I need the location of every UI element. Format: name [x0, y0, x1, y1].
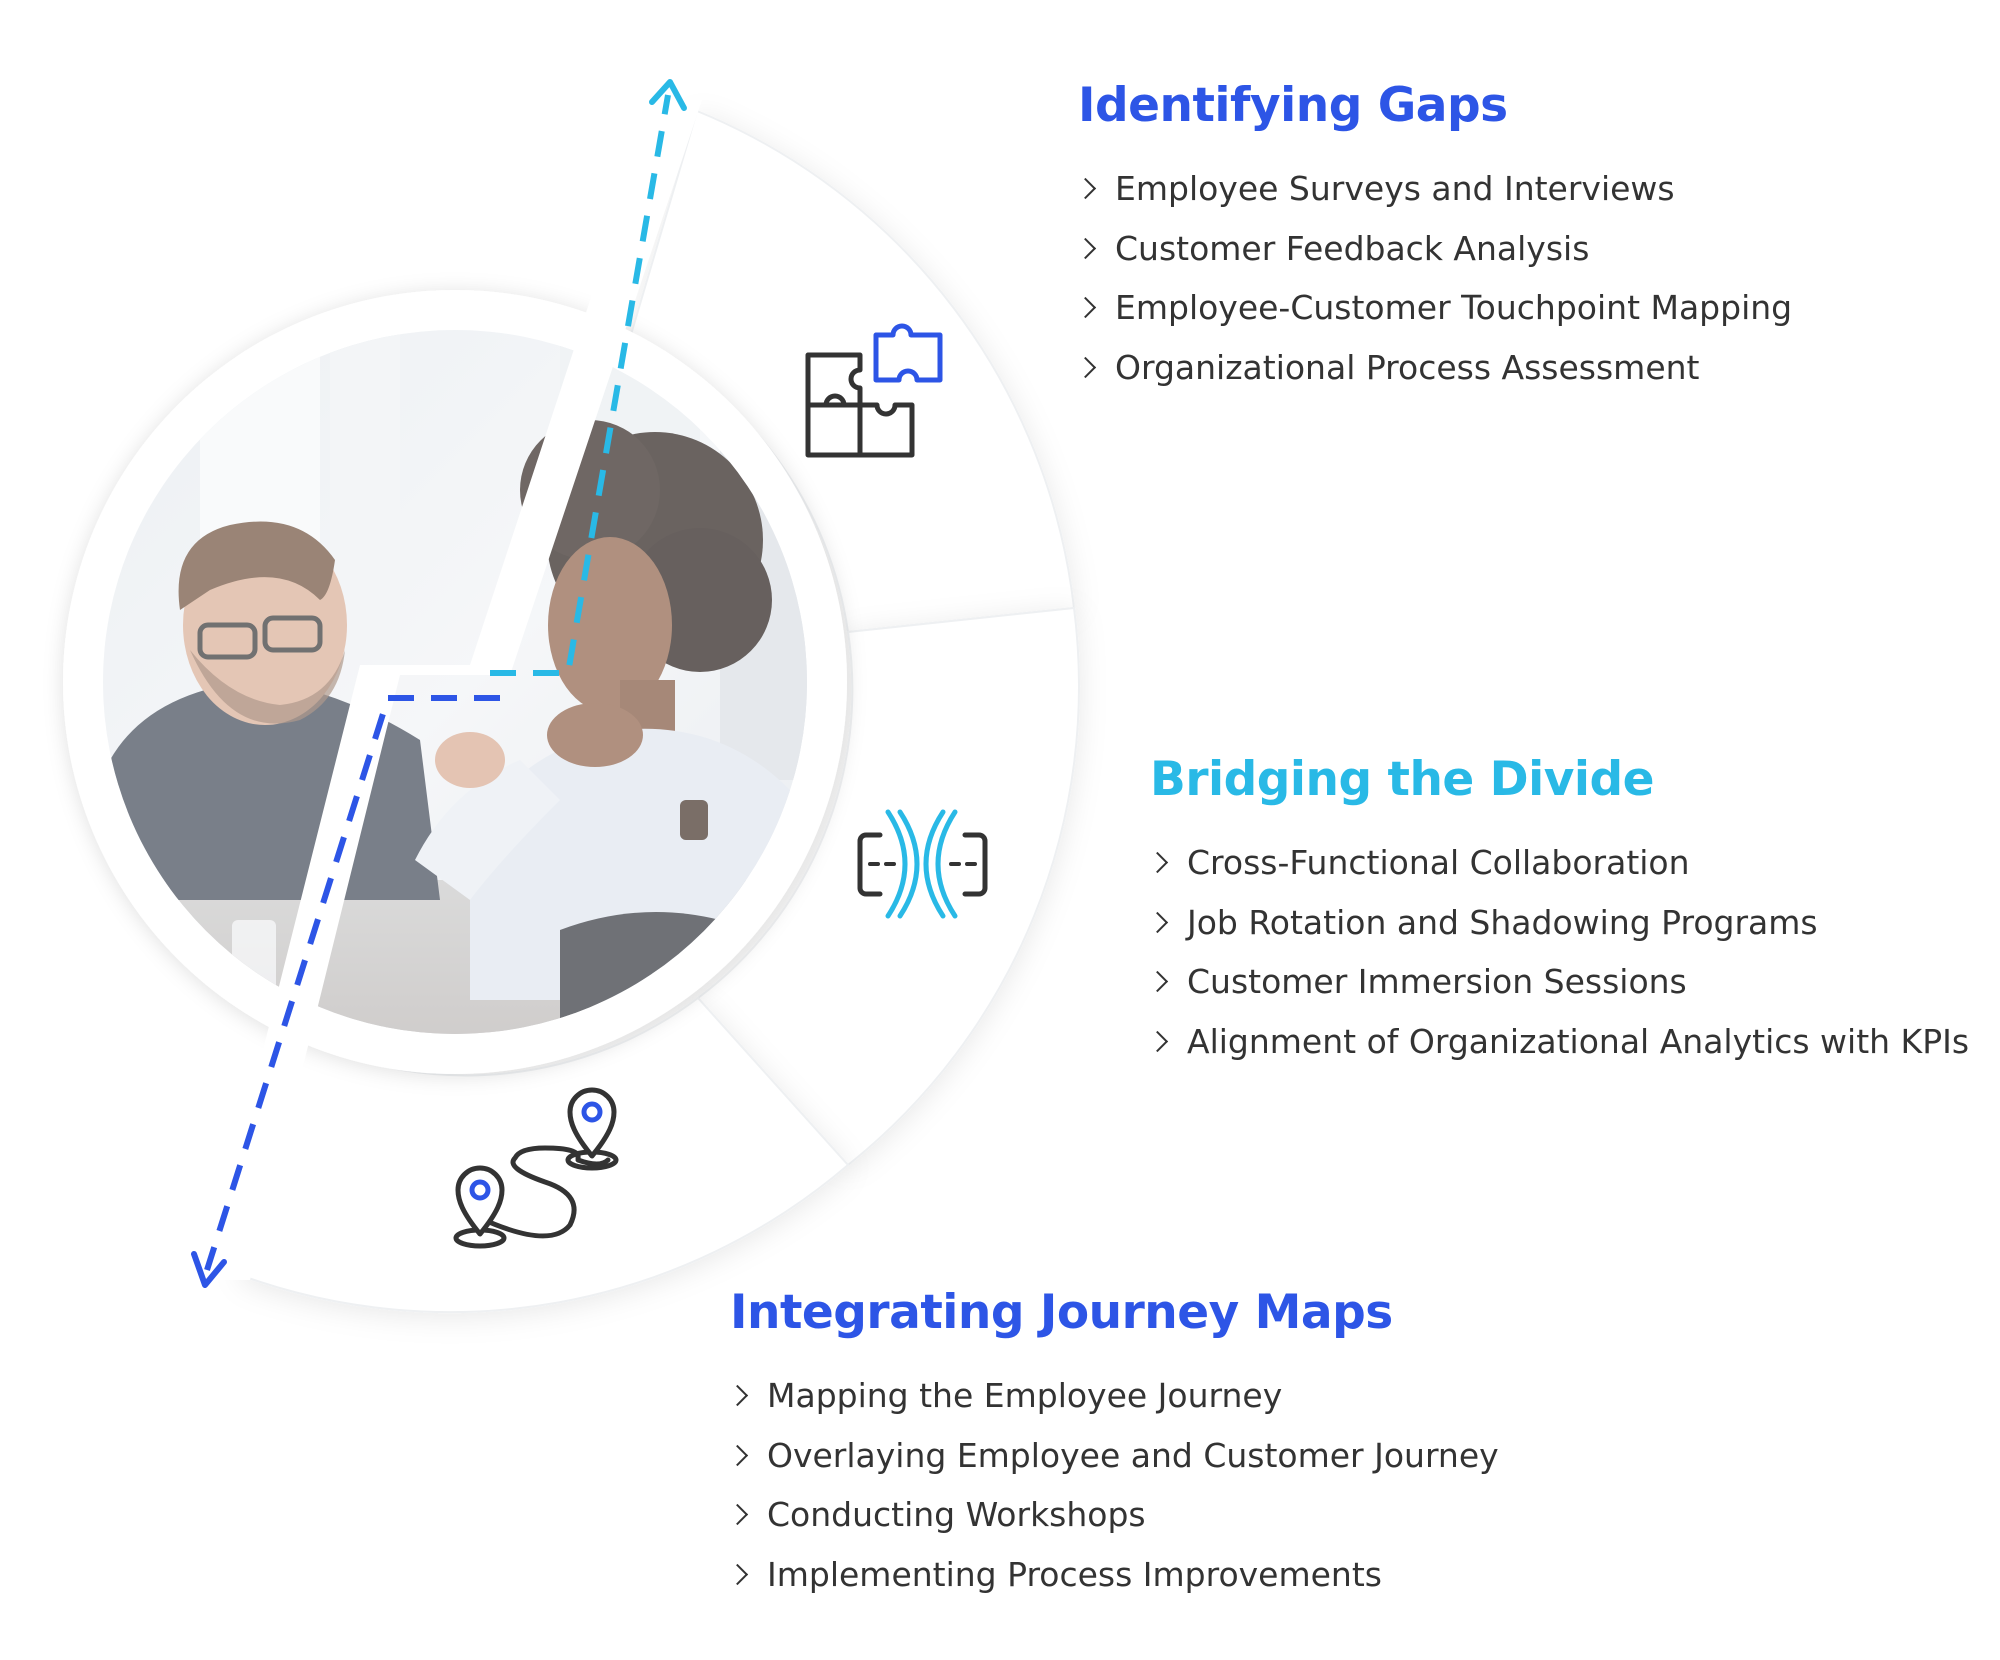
section-list-journey-maps: Mapping the Employee Journey Overlaying …	[726, 1366, 1499, 1605]
section-title-identifying-gaps: Identifying Gaps	[1078, 78, 1508, 133]
list-item: Overlaying Employee and Customer Journey	[726, 1426, 1499, 1486]
chevron-right-icon	[1074, 297, 1097, 319]
list-item: Employee-Customer Touchpoint Mapping	[1074, 278, 1792, 338]
list-item: Customer Immersion Sessions	[1146, 952, 1969, 1012]
list-item: Implementing Process Improvements	[726, 1545, 1499, 1605]
ring-segment-journey-maps	[238, 996, 850, 1314]
list-item: Employee Surveys and Interviews	[1074, 159, 1792, 219]
section-title-journey-maps: Integrating Journey Maps	[730, 1285, 1393, 1340]
chevron-right-icon	[1146, 971, 1169, 993]
bridge-icon	[857, 809, 988, 919]
section-title-bridging-divide: Bridging the Divide	[1150, 752, 1655, 807]
chevron-right-icon	[726, 1385, 749, 1407]
arrow-down-dashed-line	[204, 695, 500, 1271]
section-list-identifying-gaps: Employee Surveys and Interviews Customer…	[1074, 159, 1792, 398]
list-item: Cross-Functional Collaboration	[1146, 833, 1969, 893]
chevron-right-icon	[1146, 852, 1169, 874]
list-item: Job Rotation and Shadowing Programs	[1146, 893, 1969, 953]
chevron-right-icon	[1074, 237, 1097, 259]
chevron-right-icon	[1074, 356, 1097, 378]
list-item: Mapping the Employee Journey	[726, 1366, 1499, 1426]
list-item: Conducting Workshops	[726, 1485, 1499, 1545]
chevron-right-icon	[1074, 178, 1097, 200]
chevron-right-icon	[1146, 911, 1169, 933]
arrow-up-dashed-line	[490, 94, 671, 676]
chevron-right-icon	[726, 1504, 749, 1526]
arrow-up-head-icon	[649, 79, 687, 111]
section-journey-maps: Integrating Journey Maps Mapping the Emp…	[726, 1285, 1499, 1605]
section-bridging-divide: Bridging the Divide Cross-Functional Col…	[1146, 752, 1969, 1072]
map-route-pins-icon	[453, 1087, 619, 1249]
section-list-bridging-divide: Cross-Functional Collaboration Job Rotat…	[1146, 833, 1969, 1072]
list-item: Customer Feedback Analysis	[1074, 219, 1792, 279]
chevron-right-icon	[1146, 1030, 1169, 1052]
ring-segment-bridging-divide	[696, 606, 1080, 1167]
chevron-right-icon	[726, 1563, 749, 1585]
list-item: Organizational Process Assessment	[1074, 338, 1792, 398]
section-identifying-gaps: Identifying Gaps Employee Surveys and In…	[1074, 78, 1792, 398]
puzzle-pieces-icon	[805, 323, 943, 458]
chevron-right-icon	[726, 1444, 749, 1466]
arrow-down-head-icon	[191, 1251, 227, 1288]
list-item: Alignment of Organizational Analytics wi…	[1146, 1012, 1969, 1072]
zigzag-gap	[205, 100, 702, 1280]
